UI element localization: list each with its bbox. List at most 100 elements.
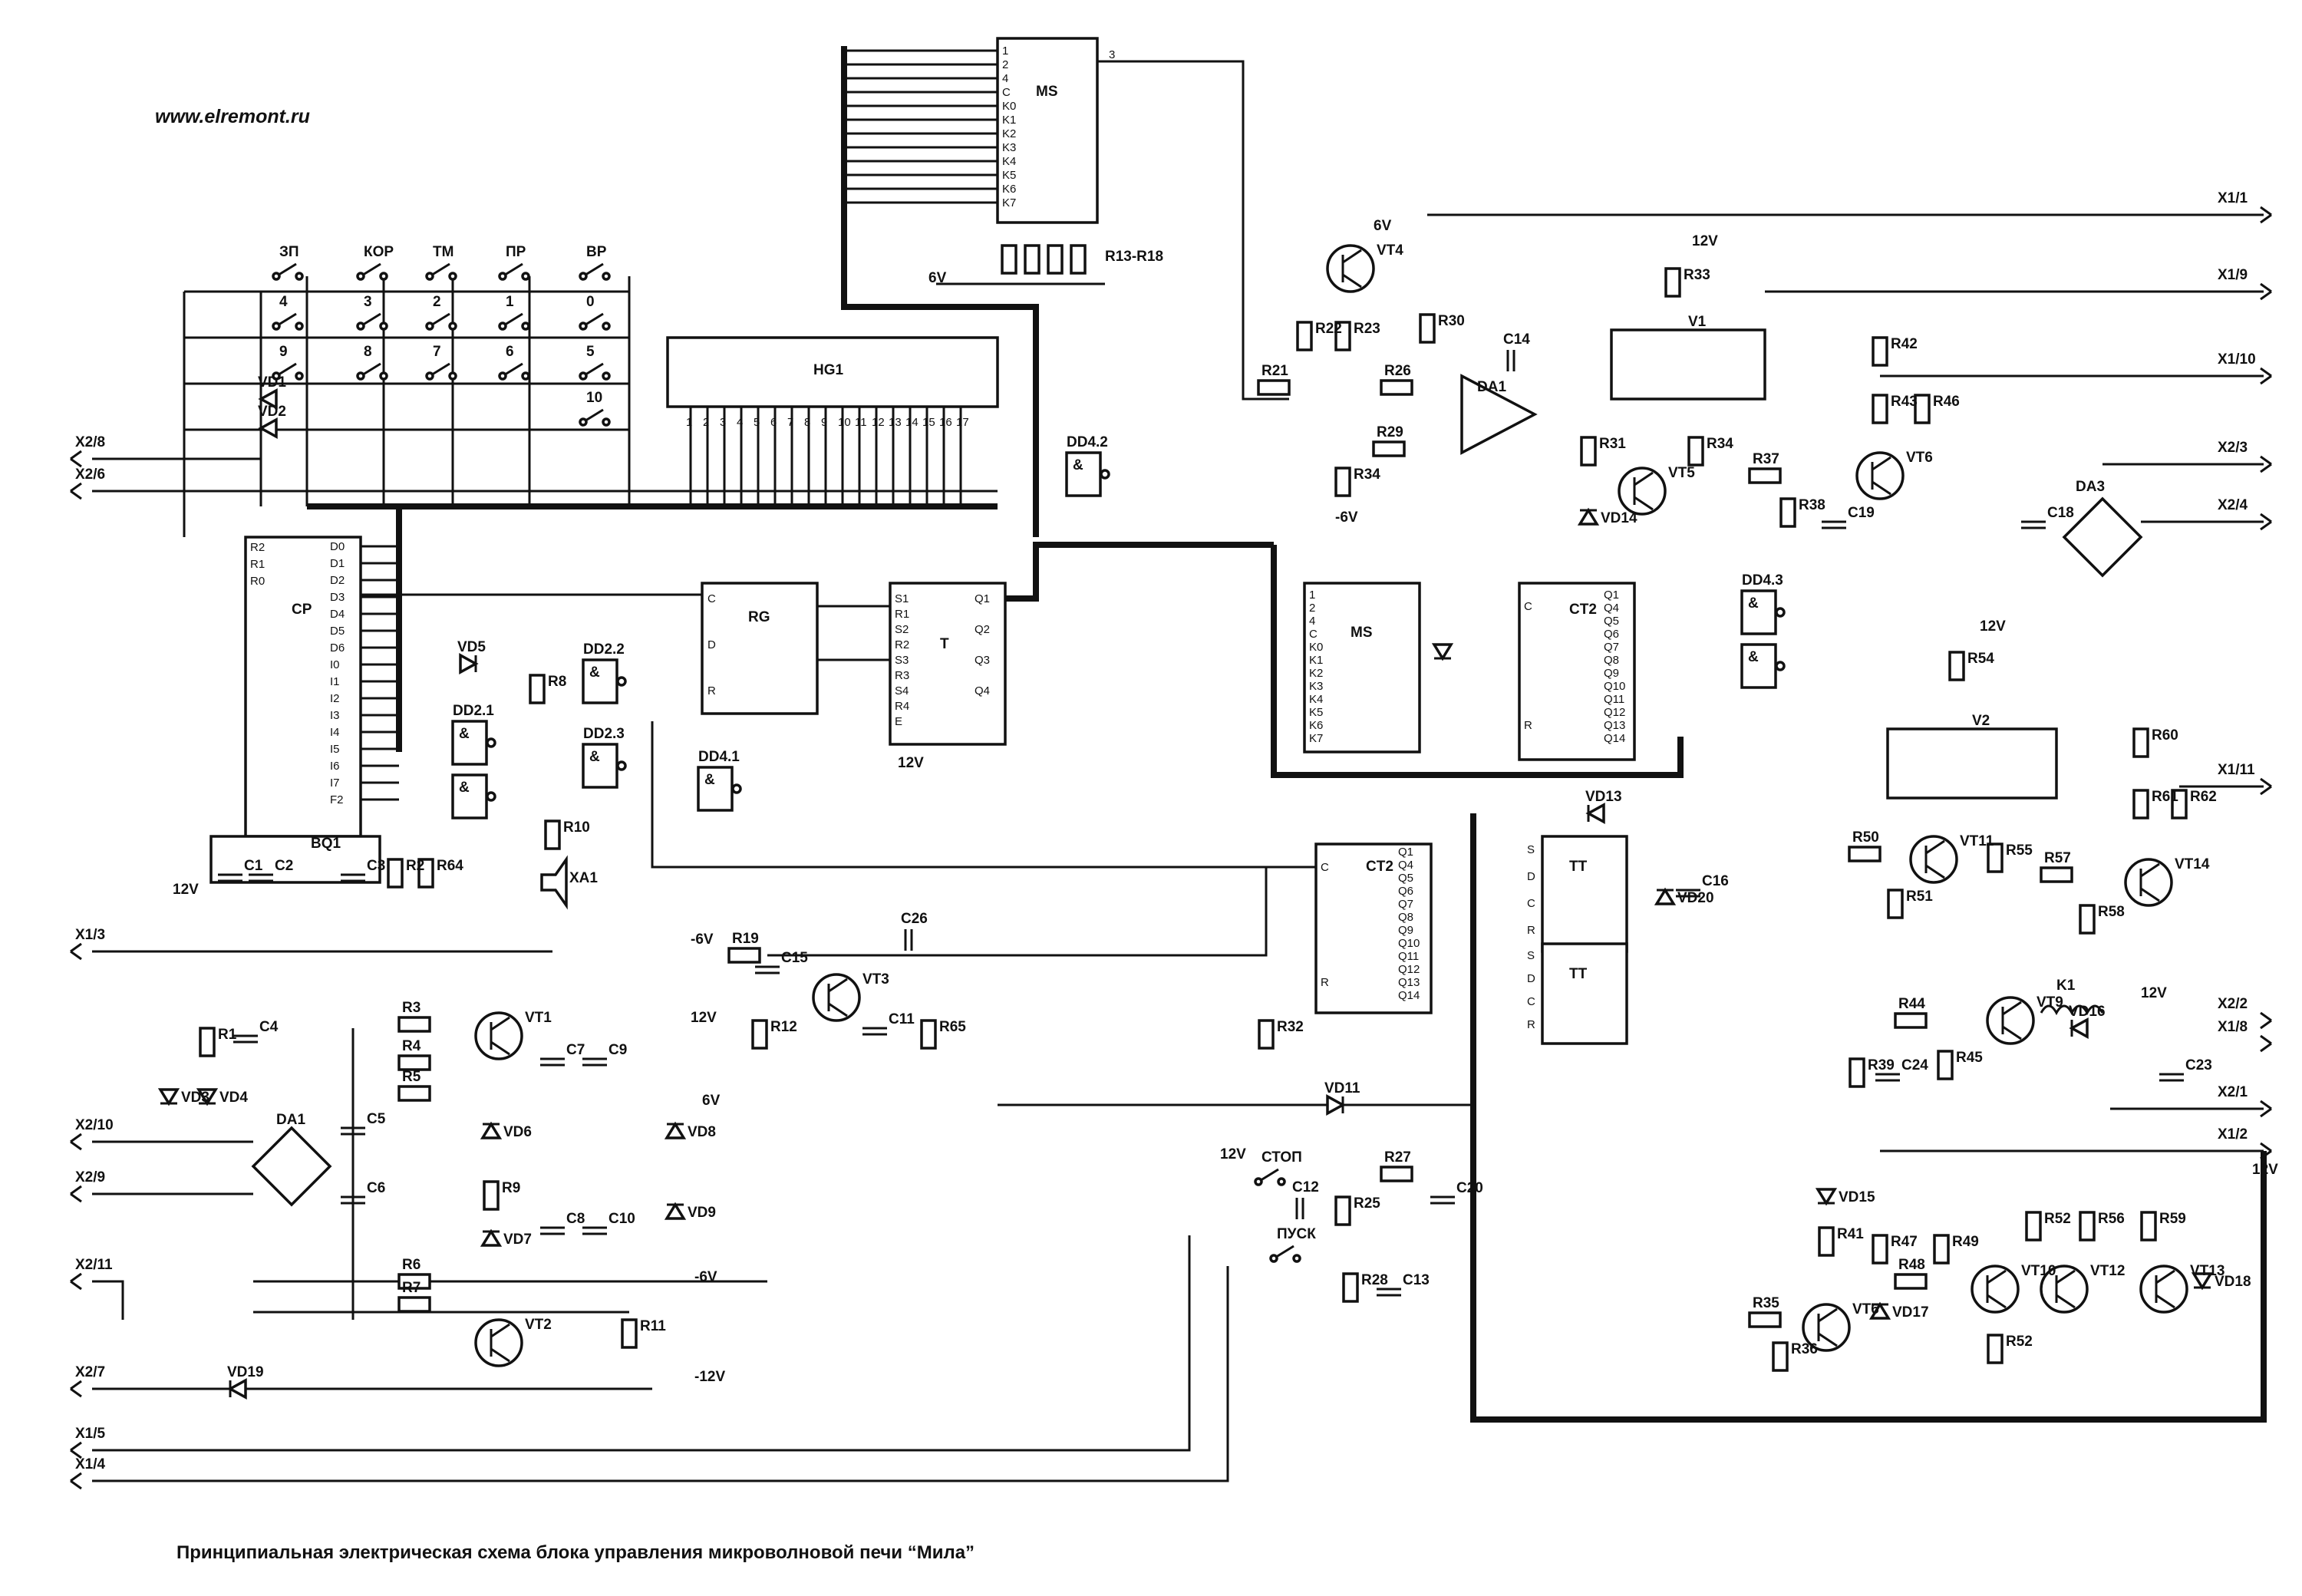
diode-label: VD2 bbox=[258, 404, 286, 420]
wire bbox=[92, 1266, 1229, 1482]
diode-label: VD13 bbox=[1585, 789, 1622, 805]
capacitor-label: C1 bbox=[244, 858, 263, 874]
chip-pin: I3 bbox=[330, 709, 340, 722]
capacitor-label: C4 bbox=[259, 1019, 279, 1035]
transistor-collector bbox=[490, 1016, 510, 1031]
switch-label: 2 bbox=[433, 294, 441, 310]
connector-label: X1/9 bbox=[2218, 267, 2248, 283]
chip-rg bbox=[701, 582, 819, 715]
resistor-label: R54 bbox=[1967, 651, 1994, 667]
resistor-label: R57 bbox=[2044, 850, 2071, 866]
wire bbox=[2260, 777, 2272, 788]
wire bbox=[70, 1140, 82, 1151]
transistor-label: VT6 bbox=[1852, 1301, 1879, 1317]
switch-contact bbox=[379, 272, 388, 281]
switch-label: ПР bbox=[506, 244, 526, 260]
capacitor-label: C19 bbox=[1848, 505, 1875, 521]
switch-contact bbox=[356, 272, 365, 281]
display-pin: 10 bbox=[838, 416, 851, 429]
connector-label: X1/2 bbox=[2218, 1126, 2248, 1143]
wire bbox=[2260, 1042, 2272, 1053]
rail-label: 6V bbox=[702, 1093, 721, 1109]
chip-pin: I6 bbox=[330, 760, 340, 773]
switch-contact bbox=[1269, 1254, 1278, 1263]
rail-label: 12V bbox=[2141, 985, 2167, 1001]
transistor-emitter bbox=[2056, 1294, 2076, 1309]
resistor bbox=[2171, 789, 2188, 819]
chip-pin: K1 bbox=[1002, 114, 1016, 127]
transistor bbox=[474, 1011, 523, 1060]
resistor-label: R39 bbox=[1868, 1057, 1895, 1073]
chip-pin: Q11 bbox=[1604, 693, 1624, 706]
wire bbox=[2260, 1100, 2272, 1110]
chip-pin: D bbox=[1527, 870, 1535, 883]
transistor bbox=[2040, 1265, 2089, 1314]
chip-label: CT2 bbox=[1366, 859, 1393, 875]
resistor-label: R33 bbox=[1684, 267, 1710, 283]
chip-pin: K7 bbox=[1002, 196, 1016, 209]
resistor-label: R52 bbox=[2006, 1334, 2033, 1350]
switch-contact bbox=[448, 371, 457, 381]
resistor bbox=[397, 1296, 431, 1313]
logic-gate bbox=[582, 743, 618, 789]
resistor bbox=[1818, 1226, 1835, 1257]
switch-contact bbox=[579, 417, 588, 427]
diode bbox=[1431, 643, 1454, 661]
chip-pin: S bbox=[1527, 949, 1535, 962]
capacitor-label: C10 bbox=[608, 1211, 635, 1227]
resistor bbox=[1894, 1012, 1928, 1029]
resistor bbox=[1687, 436, 1704, 467]
resistor bbox=[1937, 1050, 1954, 1080]
diode-label: VD15 bbox=[1839, 1189, 1875, 1205]
transistor-label: VT12 bbox=[2090, 1263, 2125, 1279]
chip-pin: Q14 bbox=[1604, 732, 1625, 745]
chip-pin: C bbox=[1527, 995, 1535, 1008]
diode-label: VD6 bbox=[503, 1124, 532, 1140]
diode bbox=[258, 388, 278, 410]
chip-pin: R1 bbox=[895, 608, 909, 621]
resistor-label: R50 bbox=[1852, 829, 1879, 846]
chip-pin: I0 bbox=[330, 658, 340, 671]
chip-pin: K2 bbox=[1309, 667, 1323, 680]
connector-label: X1/11 bbox=[2218, 762, 2255, 778]
diode-label: VD4 bbox=[219, 1090, 248, 1106]
transistor-emitter bbox=[2155, 1294, 2175, 1309]
resistor bbox=[1849, 1057, 1865, 1088]
resistor bbox=[1380, 1166, 1413, 1182]
resistor bbox=[1887, 889, 1904, 919]
switch-contact bbox=[272, 272, 281, 281]
resistor-label: R49 bbox=[1952, 1234, 1979, 1250]
switch-label: ТМ bbox=[433, 244, 453, 260]
switch-contact bbox=[295, 371, 304, 381]
wire bbox=[2260, 1107, 2272, 1118]
wire bbox=[1271, 545, 1684, 778]
chip-pin: D2 bbox=[330, 574, 345, 587]
resistor-label: R31 bbox=[1599, 436, 1626, 452]
connector-label: X2/8 bbox=[75, 434, 105, 450]
flipflop-tt-2 bbox=[1541, 942, 1628, 1045]
resistor bbox=[621, 1318, 638, 1349]
switch-contact bbox=[498, 371, 507, 381]
mux-ms-mid bbox=[1303, 582, 1421, 753]
chip-pin: R2 bbox=[895, 638, 909, 651]
chip-pin: D bbox=[1527, 972, 1535, 985]
diode-label: VD1 bbox=[258, 374, 286, 391]
gate-symbol: & bbox=[1748, 595, 1759, 612]
chip-pin: R bbox=[1524, 719, 1532, 732]
wire bbox=[70, 1272, 82, 1283]
display-pin: 8 bbox=[804, 416, 810, 429]
switch-label: 10 bbox=[586, 390, 602, 406]
chip-pin: R bbox=[1321, 976, 1329, 989]
diode-label: VD9 bbox=[688, 1205, 716, 1221]
resistor-label: R34 bbox=[1707, 436, 1733, 452]
switch-contact bbox=[448, 322, 457, 331]
resistor-label: R48 bbox=[1898, 1257, 1925, 1273]
diode bbox=[258, 417, 278, 439]
switch-contact bbox=[379, 322, 388, 331]
diode bbox=[1585, 803, 1605, 824]
resistor-label: R44 bbox=[1898, 996, 1925, 1012]
diode-label: VD11 bbox=[1324, 1080, 1360, 1096]
resistor-label: R46 bbox=[1933, 394, 1960, 410]
connector-label: X1/3 bbox=[75, 927, 105, 943]
resistor bbox=[1872, 394, 1888, 424]
